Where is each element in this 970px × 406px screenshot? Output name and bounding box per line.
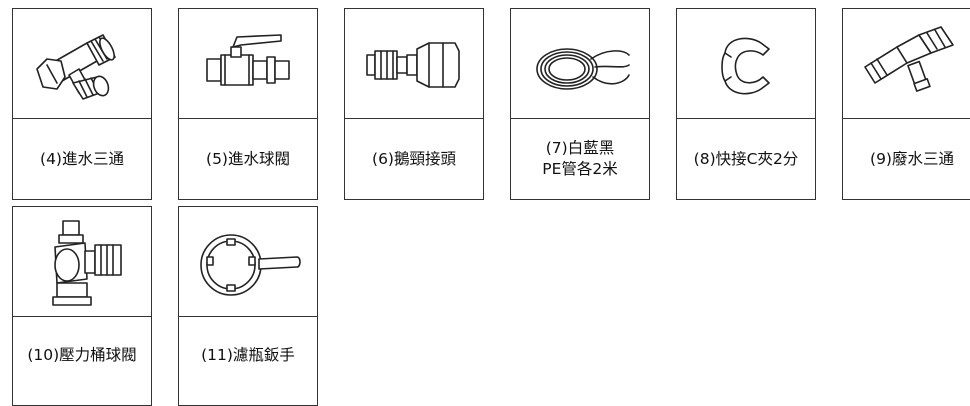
part-caption: (5)進水球閥 <box>206 149 290 168</box>
part-card-5: (5)進水球閥 <box>178 8 318 200</box>
part-card-7: (7)白藍黑 PE管各2米 <box>510 8 650 200</box>
part-caption: (11)濾瓶鈑手 <box>201 345 295 364</box>
part-image-8 <box>677 9 815 119</box>
part-caption: (10)壓力桶球閥 <box>27 345 137 364</box>
part-image-10 <box>13 207 151 317</box>
part-card-8: (8)快接C夾2分 <box>676 8 816 200</box>
part-card-4: (4)進水三通 <box>12 8 152 200</box>
tee-valve-icon <box>36 33 116 100</box>
part-image-5 <box>179 9 317 119</box>
housing-wrench-icon <box>200 233 301 296</box>
ball-valve-icon <box>206 33 290 86</box>
part-image-6 <box>345 9 483 119</box>
part-caption: (8)快接C夾2分 <box>693 149 799 168</box>
part-image-4 <box>13 9 151 119</box>
gooseneck-fitting-icon <box>366 41 460 88</box>
tank-ball-valve-icon <box>52 219 122 306</box>
part-image-11 <box>179 207 317 317</box>
part-caption: (4)進水三通 <box>40 149 124 168</box>
waste-tee-icon <box>864 25 954 92</box>
part-card-6: (6)鵝頸接頭 <box>344 8 484 200</box>
part-image-7 <box>511 9 649 119</box>
c-clip-icon <box>721 37 770 94</box>
part-caption: (6)鵝頸接頭 <box>372 149 456 168</box>
part-card-11: (11)濾瓶鈑手 <box>178 206 318 406</box>
tubing-coil-icon <box>536 47 630 90</box>
part-card-10: (10)壓力桶球閥 <box>12 206 152 406</box>
part-image-9 <box>843 9 970 119</box>
part-caption: (7)白藍黑 PE管各2米 <box>542 139 618 178</box>
part-caption: (9)廢水三通 <box>870 149 954 168</box>
part-card-9: (9)廢水三通 <box>842 8 970 200</box>
